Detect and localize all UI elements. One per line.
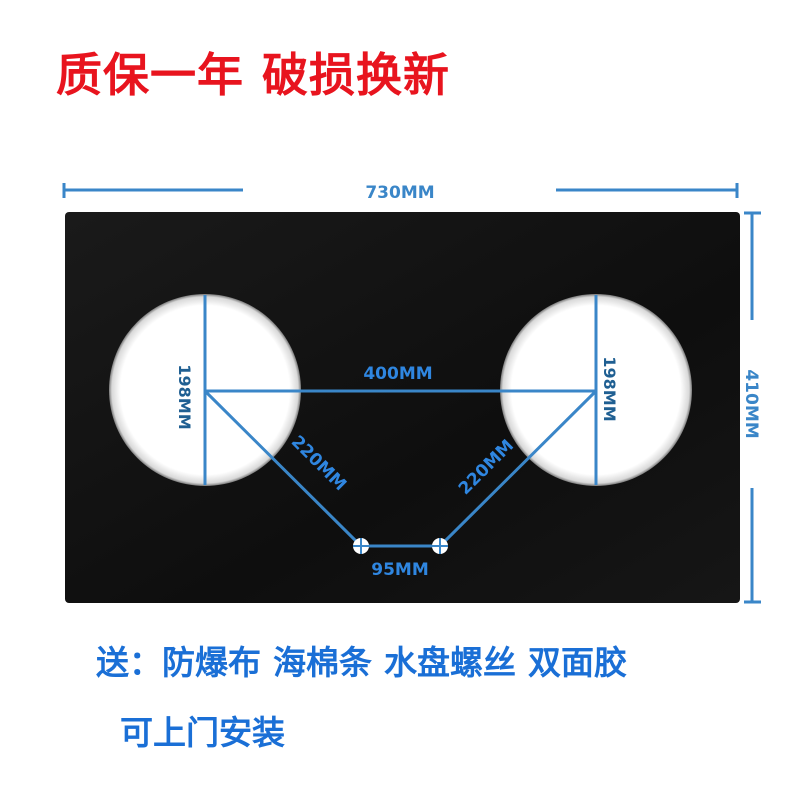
height-label: 410MM [741, 369, 761, 438]
small-hole-distance-label: 95MM [371, 560, 429, 580]
width-label: 730MM [365, 183, 434, 203]
screw-hole-left [353, 538, 369, 554]
gift-item: 防爆布 [162, 643, 261, 682]
right-hole-diameter-label: 198MM [600, 356, 619, 421]
width-dimension [62, 183, 739, 198]
gift-item: 海棉条 [273, 643, 372, 682]
height-dimension [744, 211, 761, 604]
gift-list: 送：防爆布海棉条水盘螺丝双面胶 [96, 646, 627, 679]
replacement-text: 破损换新 [262, 48, 450, 102]
install-note: 可上门安装 [120, 713, 285, 752]
gift-item: 水盘螺丝 [384, 643, 516, 682]
left-hole-diameter-label: 198MM [175, 364, 194, 429]
gift-item: 双面胶 [528, 643, 627, 682]
gift-prefix: 送： [96, 643, 162, 682]
inner-dimension-lines [203, 295, 598, 548]
headline: 质保一年破损换新 [56, 52, 450, 98]
screw-hole-right [432, 538, 448, 554]
center-distance-label: 400MM [363, 364, 432, 384]
warranty-text: 质保一年 [56, 48, 244, 102]
